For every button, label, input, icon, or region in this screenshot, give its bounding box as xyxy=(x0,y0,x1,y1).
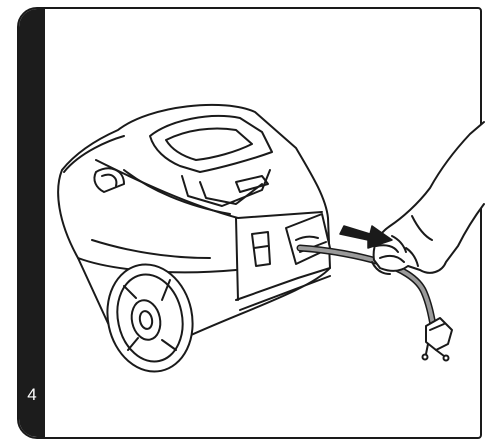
hand-icon xyxy=(372,122,484,274)
vacuum-cleaner-icon xyxy=(58,105,330,380)
plug-icon xyxy=(423,318,453,361)
